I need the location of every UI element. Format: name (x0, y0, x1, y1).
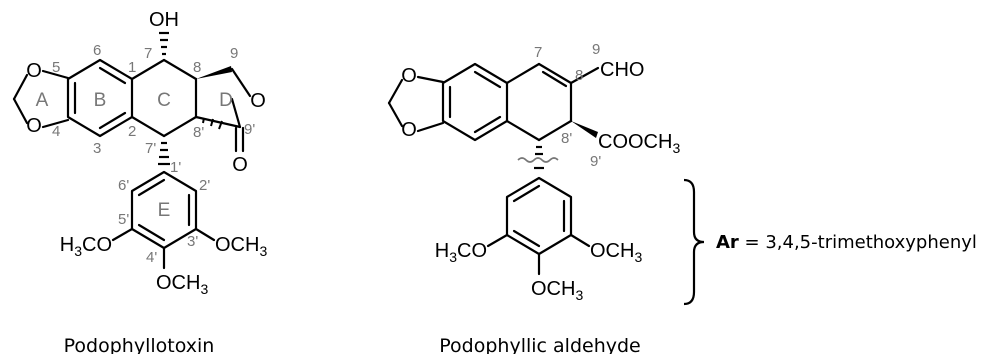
lactone-oxygen-label: O (250, 90, 266, 112)
locant-2: 2 (128, 123, 136, 140)
ester-label: COOCH3 (598, 131, 680, 156)
aryl-legend: Ar = 3,4,5-trimethoxyphenyl (716, 232, 977, 253)
ring-label-d: D (219, 90, 233, 111)
podophyllic-aldehyde-caption: Podophyllic aldehyde (439, 335, 640, 354)
locant-9-prime: 9' (590, 153, 601, 170)
locant-3: 3 (93, 140, 101, 157)
locant-6-prime: 6' (118, 177, 129, 194)
carbonyl-oxygen-label: O (232, 154, 248, 176)
ring-label-e: E (158, 200, 171, 221)
ring-oxygen-top-label: O (26, 60, 42, 82)
locant-9: 9 (230, 45, 238, 62)
locant-9-prime: 9' (244, 121, 255, 138)
methoxy-right-label: OCH3 (590, 240, 642, 265)
methoxy-bottom-label: OCH3 (156, 272, 208, 297)
podophyllotoxin-structure: OH O O O O H3CO OCH3 OCH3 A B C D E 1 2 … (12, 9, 267, 354)
locant-4-prime: 4' (146, 249, 157, 266)
locant-7-prime: 7' (145, 140, 156, 157)
ring-label-c: C (157, 90, 171, 111)
aldehyde-label: CHO (600, 59, 644, 81)
locant-7: 7 (534, 44, 542, 61)
locant-2-prime: 2' (199, 177, 210, 194)
locant-8-prime: 8' (193, 124, 204, 141)
locant-1-prime: 1' (170, 159, 181, 176)
ring-label-a: A (36, 90, 49, 111)
ring-oxygen-top-label: O (401, 65, 417, 87)
methoxy-left-label: H3CO (60, 234, 112, 259)
locant-8: 8 (575, 67, 583, 84)
hydroxyl-label: OH (149, 9, 179, 31)
locant-9: 9 (592, 41, 600, 58)
locant-5: 5 (52, 59, 60, 76)
locant-5-prime: 5' (118, 211, 129, 228)
locant-4: 4 (52, 123, 60, 140)
locant-7: 7 (144, 45, 152, 62)
locant-1: 1 (128, 59, 136, 76)
methoxy-left-label: H3CO (435, 240, 487, 265)
methoxy-bottom-label: OCH3 (531, 278, 583, 303)
methoxy-right-label: OCH3 (215, 234, 267, 259)
locant-3-prime: 3' (187, 233, 198, 250)
ring-oxygen-bottom-label: O (26, 115, 42, 137)
locant-6: 6 (93, 42, 101, 59)
locant-8-prime: 8' (561, 130, 572, 147)
locant-8: 8 (193, 59, 201, 76)
podophyllotoxin-caption: Podophyllotoxin (64, 335, 215, 354)
podophyllic-aldehyde-structure: O O CHO COOCH3 H3CO OCH3 OCH3 7 8 9 8' 9… (387, 41, 680, 354)
aryl-brace (683, 178, 705, 306)
ring-oxygen-bottom-label: O (401, 119, 417, 141)
ring-label-b: B (94, 90, 107, 111)
